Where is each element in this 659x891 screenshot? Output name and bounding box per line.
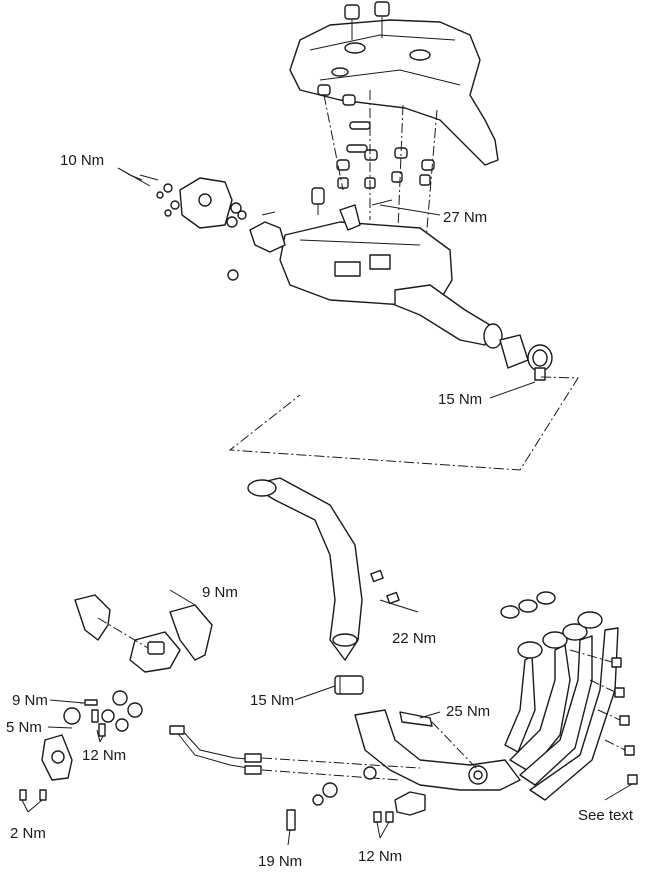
header-nuts	[569, 649, 638, 785]
collector-box	[354, 709, 521, 791]
silencer-clamp	[499, 334, 553, 381]
exhaust-header-pipes	[504, 611, 619, 801]
label-torque-12-nm-bottom: 12 Nm	[358, 848, 402, 865]
link-pipe	[247, 477, 400, 661]
label-torque-9-nm-left: 9 Nm	[12, 692, 48, 709]
label-torque-5-nm: 5 Nm	[6, 719, 42, 736]
label-torque-10-nm: 10 Nm	[60, 152, 104, 169]
header-gaskets	[500, 591, 556, 619]
silencer	[279, 204, 503, 349]
label-torque-19-nm: 19 Nm	[258, 853, 302, 870]
lambda-sensor	[399, 711, 479, 771]
label-torque-9-nm-top: 9 Nm	[202, 584, 238, 601]
label-torque-15-nm-mid: 15 Nm	[250, 692, 294, 709]
label-torque-27-nm: 27 Nm	[443, 209, 487, 226]
bracket-washers-bolts	[19, 690, 143, 801]
link-pipe-clamp	[334, 675, 364, 695]
rubber-grommet-caps	[344, 1, 390, 40]
leader-lines	[21, 167, 633, 846]
label-torque-2-nm: 2 Nm	[10, 825, 46, 842]
label-torque-25-nm: 25 Nm	[446, 703, 490, 720]
silencer-hanger-bracket	[139, 174, 393, 281]
label-torque-15-nm-clamp: 15 Nm	[438, 391, 482, 408]
actuator-mount-bracket	[74, 594, 213, 673]
heat-shield-mounting-hardware	[317, 84, 438, 241]
label-torque-22-nm: 22 Nm	[392, 630, 436, 647]
heat-shield	[289, 19, 499, 166]
label-torque-12-nm-left: 12 Nm	[82, 747, 126, 764]
collector-mount-hardware	[286, 766, 426, 831]
servo-actuator	[41, 707, 81, 781]
connection-dash-loop	[228, 376, 579, 471]
label-see-text: See text	[578, 807, 634, 824]
sensor-wiring-harness	[169, 725, 421, 781]
